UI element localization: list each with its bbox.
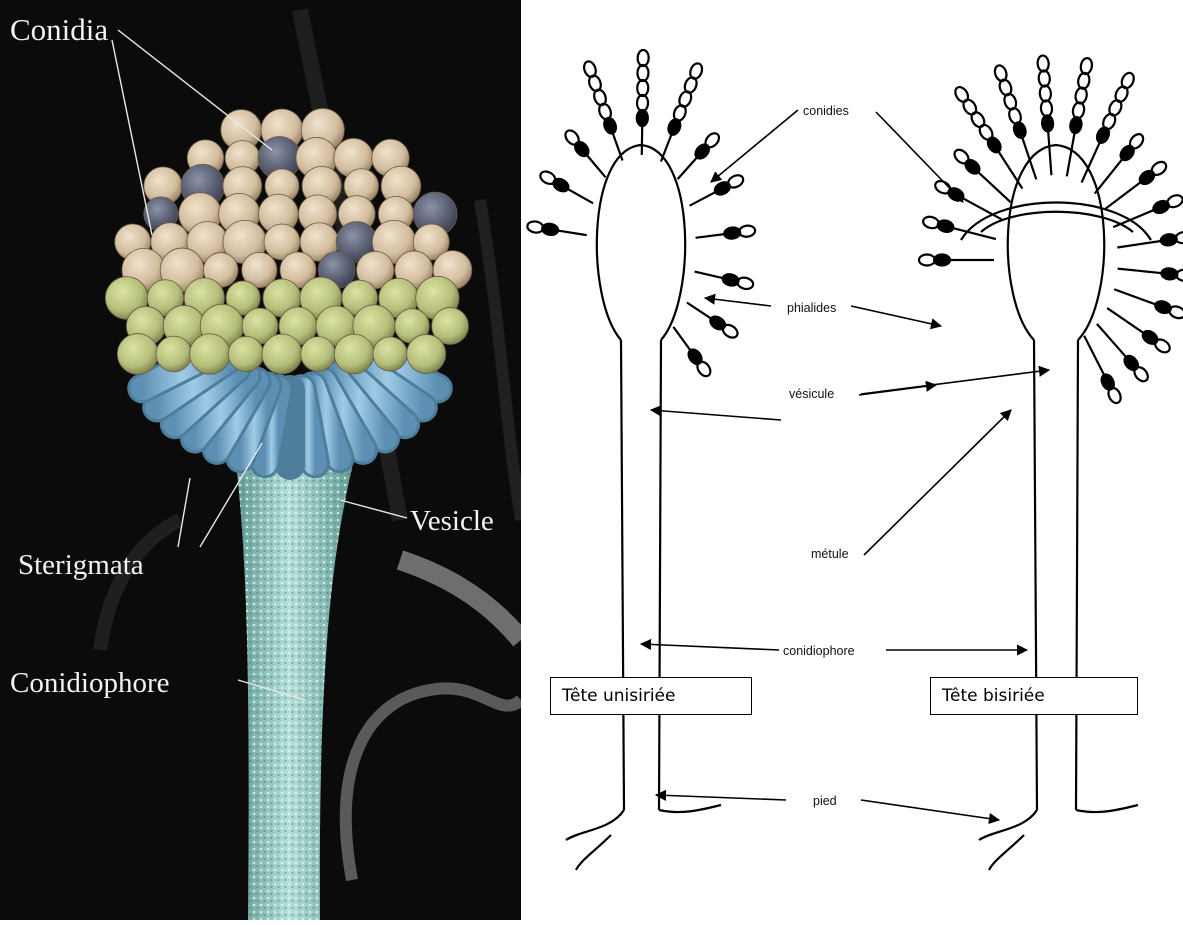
- box-uniseriate-head: Tête unisiriée: [550, 677, 752, 715]
- schematic-drawing-panel: conidies phialides vésicule métule conid…: [521, 0, 1183, 920]
- schematic-drawing: conidies phialides vésicule métule conid…: [521, 0, 1183, 920]
- label-phialides: phialides: [787, 301, 836, 315]
- sem-micrograph-panel: Conidia Sterigmata Vesicle Conidiophore: [0, 0, 521, 920]
- photo-label-conidiophore: Conidiophore: [10, 667, 170, 699]
- label-conidiophore: conidiophore: [783, 644, 855, 658]
- conidia-cluster: [105, 108, 472, 374]
- box-biseriate-head: Tête bisiriée: [930, 677, 1138, 715]
- label-pied: pied: [813, 794, 837, 808]
- sem-micrograph: Conidia Sterigmata Vesicle Conidiophore: [0, 0, 521, 920]
- photo-label-vesicle: Vesicle: [410, 505, 494, 537]
- label-conidies: conidies: [803, 104, 849, 118]
- label-metule: métule: [811, 547, 849, 561]
- label-vesicule: vésicule: [789, 387, 834, 401]
- photo-label-conidia: Conidia: [10, 12, 108, 47]
- photo-label-sterigmata: Sterigmata: [18, 549, 144, 581]
